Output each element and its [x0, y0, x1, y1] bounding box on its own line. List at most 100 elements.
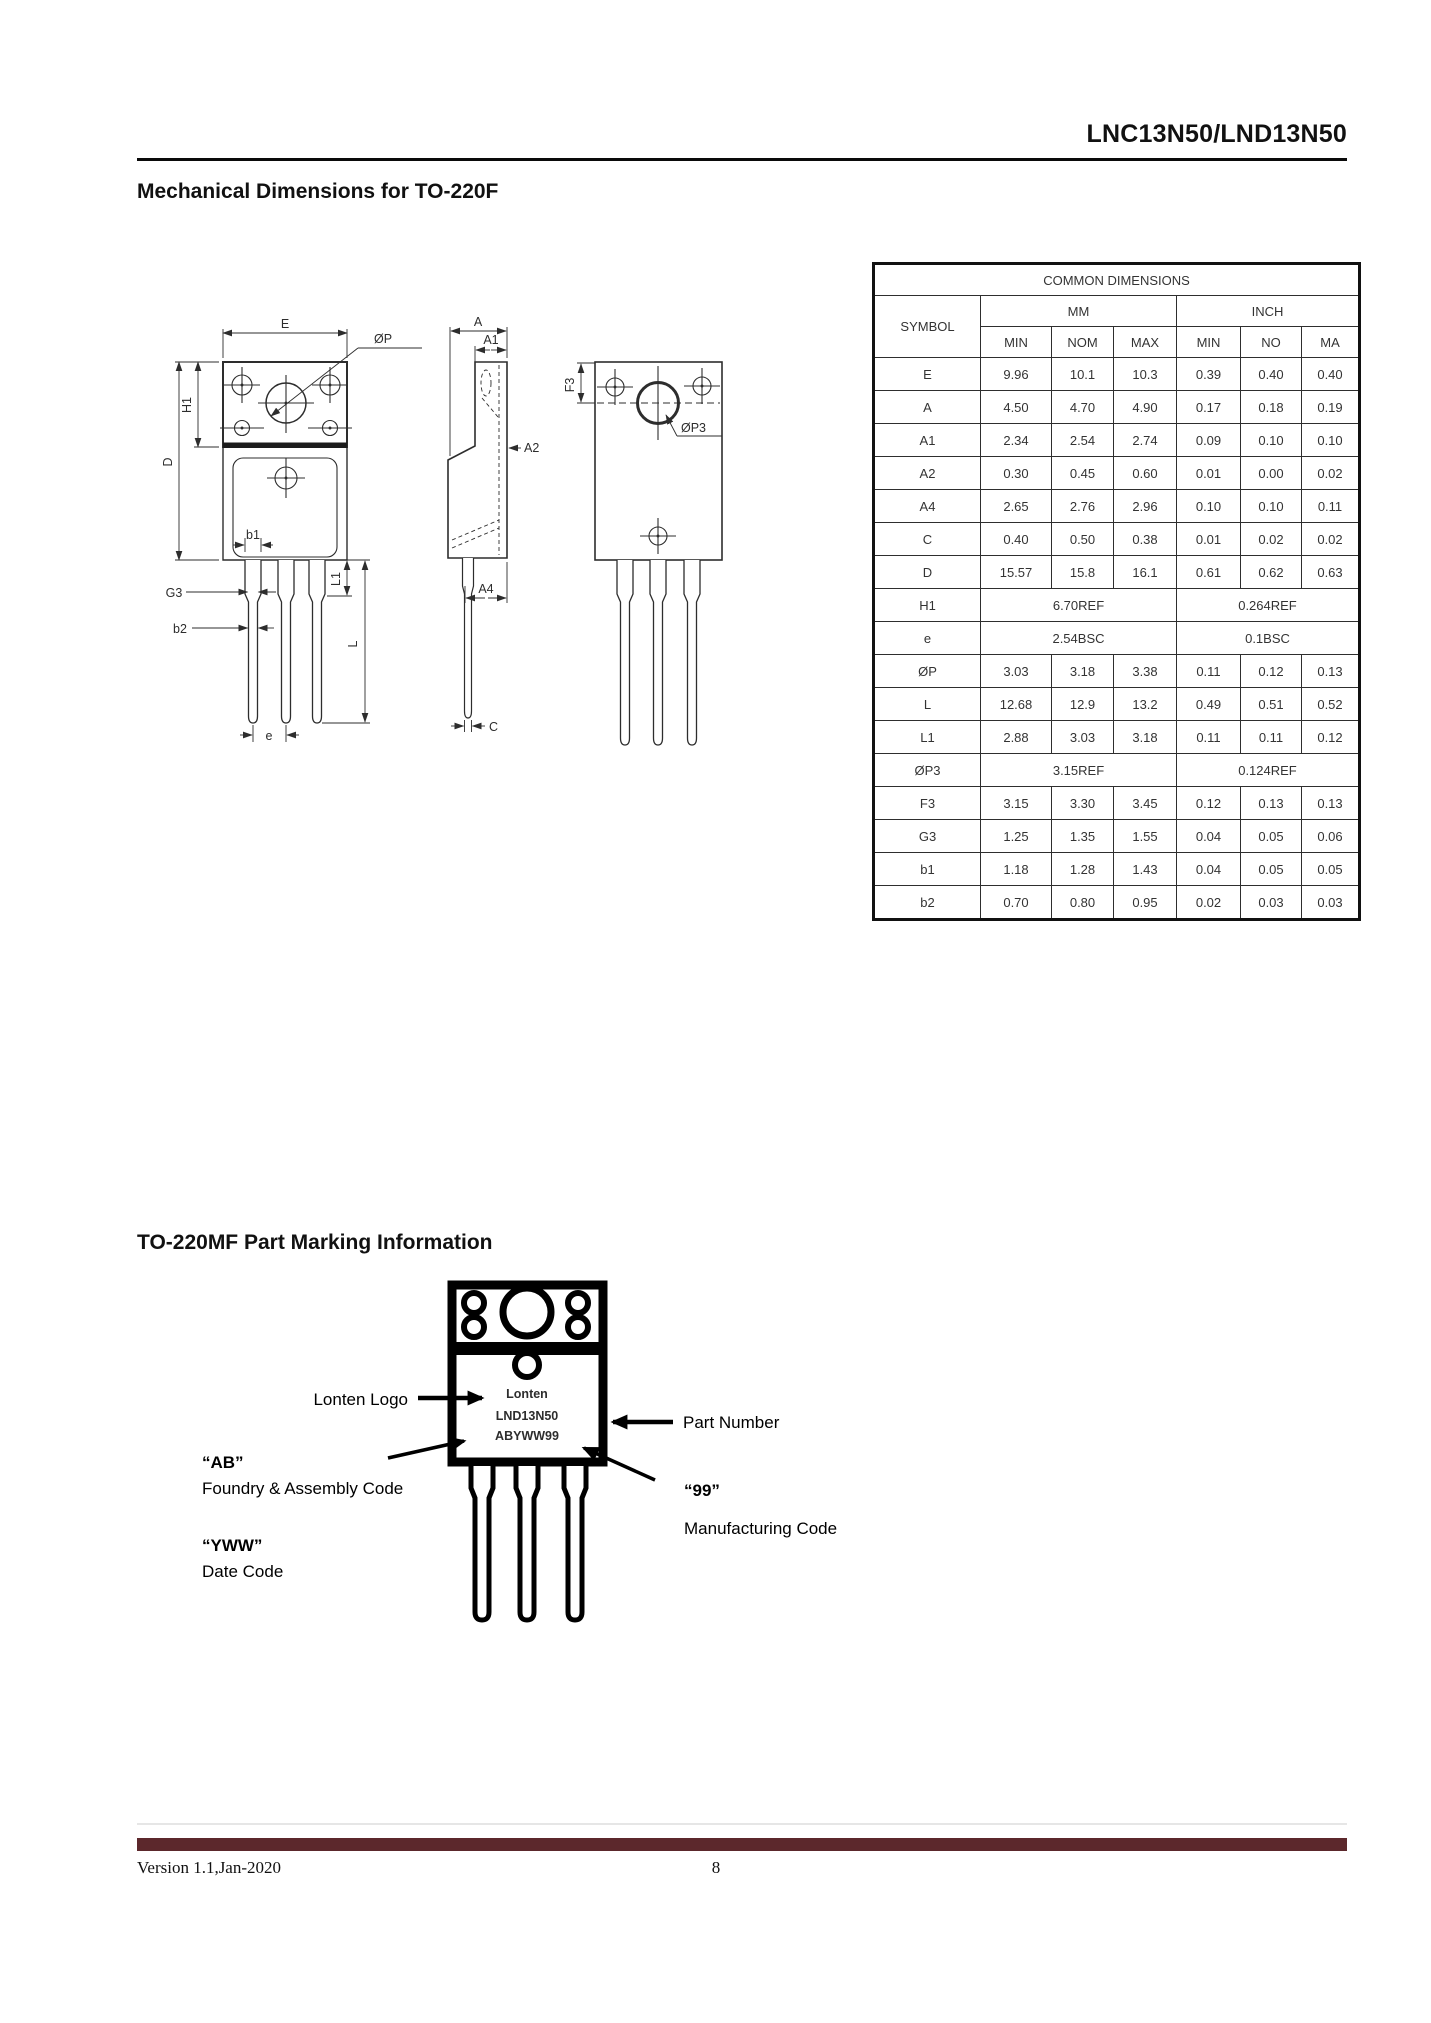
table-cell: 0.10: [1240, 423, 1302, 457]
table-cell: D: [873, 555, 981, 589]
table-cell: E: [873, 357, 981, 391]
table-cell: 0.264REF: [1176, 588, 1360, 622]
table-cell: 0.1BSC: [1176, 621, 1360, 655]
table-cell: 3.45: [1113, 786, 1177, 820]
table-cell: 3.30: [1051, 786, 1114, 820]
table-cell: 0.52: [1301, 687, 1360, 721]
table-cell: b2: [873, 885, 981, 920]
table-cell: 12.68: [980, 687, 1052, 721]
table-title: COMMON DIMENSIONS: [873, 263, 1360, 296]
dim-label-G3: G3: [166, 586, 183, 600]
marking-logo-text: Lonten: [506, 1387, 548, 1401]
table-cell: 0.02: [1240, 522, 1302, 556]
table-cell: 1.43: [1113, 852, 1177, 886]
table-cell: 0.05: [1240, 819, 1302, 853]
yww-desc-label: Date Code: [202, 1562, 284, 1581]
table-cell: 0.11: [1240, 720, 1302, 754]
table-cell: 12.9: [1051, 687, 1114, 721]
dim-label-OP3: ØP3: [681, 421, 706, 435]
table-cell: 0.13: [1301, 654, 1360, 688]
table-cell: 0.04: [1176, 852, 1241, 886]
side-view: A A1 A2 A4 C: [447, 315, 539, 734]
inch-group-header: INCH: [1176, 295, 1360, 327]
table-cell: 0.00: [1240, 456, 1302, 490]
table-cell: 0.60: [1113, 456, 1177, 490]
part-number-callout-label: Part Number: [683, 1413, 780, 1432]
yww-code-label: “YWW”: [202, 1536, 263, 1555]
table-cell: L: [873, 687, 981, 721]
table-cell: 3.15REF: [980, 753, 1177, 787]
table-cell: 0.12: [1176, 786, 1241, 820]
table-cell: 0.10: [1176, 489, 1241, 523]
table-cell: 3.03: [1051, 720, 1114, 754]
dim-label-L: L: [346, 640, 360, 647]
ab-desc-label: Foundry & Assembly Code: [202, 1479, 404, 1498]
table-cell: 0.50: [1051, 522, 1114, 556]
mm-group-header: MM: [980, 295, 1177, 327]
table-cell: 4.50: [980, 390, 1052, 424]
table-cell: 1.35: [1051, 819, 1114, 853]
table-cell: 0.124REF: [1176, 753, 1360, 787]
table-cell: 15.57: [980, 555, 1052, 589]
table-cell: 0.63: [1301, 555, 1360, 589]
table-cell: e: [873, 621, 981, 655]
col-header: NO: [1240, 326, 1302, 358]
table-cell: 0.02: [1176, 885, 1241, 920]
dim-label-A: A: [474, 315, 483, 329]
table-cell: 0.04: [1176, 819, 1241, 853]
mechanical-drawing: E ØP H1 D b1 G3 b2 e L1 L: [161, 315, 723, 746]
table-cell: 0.49: [1176, 687, 1241, 721]
table-cell: 0.19: [1301, 390, 1360, 424]
symbol-header: SYMBOL: [873, 295, 981, 358]
table-cell: 0.03: [1301, 885, 1360, 920]
table-cell: 0.13: [1301, 786, 1360, 820]
table-cell: G3: [873, 819, 981, 853]
table-cell: 3.15: [980, 786, 1052, 820]
dimensions-table: COMMON DIMENSIONS SYMBOL MM INCH MIN NOM…: [872, 262, 1361, 921]
table-cell: 2.74: [1113, 423, 1177, 457]
table-cell: 0.40: [1301, 357, 1360, 391]
table-cell: 0.18: [1240, 390, 1302, 424]
table-cell: ØP3: [873, 753, 981, 787]
dim-label-b2: b2: [173, 622, 187, 636]
table-cell: 0.12: [1301, 720, 1360, 754]
dim-label-L1: L1: [329, 572, 343, 586]
footer-faint-rule: [137, 1823, 1347, 1825]
table-cell: H1: [873, 588, 981, 622]
table-cell: A: [873, 390, 981, 424]
table-cell: C: [873, 522, 981, 556]
table-cell: 0.05: [1301, 852, 1360, 886]
table-cell: 0.06: [1301, 819, 1360, 853]
table-cell: 0.05: [1240, 852, 1302, 886]
table-cell: 0.40: [980, 522, 1052, 556]
table-cell: 0.10: [1240, 489, 1302, 523]
section-title-marking: TO-220MF Part Marking Information: [137, 1231, 493, 1254]
table-cell: 0.13: [1240, 786, 1302, 820]
table-cell: ØP: [873, 654, 981, 688]
table-cell: 3.18: [1113, 720, 1177, 754]
marking-lot-code-text: ABYWW99: [495, 1429, 559, 1443]
table-cell: 0.11: [1301, 489, 1360, 523]
section-title-mechanical: Mechanical Dimensions for TO-220F: [137, 180, 499, 203]
dim-label-e: e: [266, 729, 273, 743]
table-cell: 0.95: [1113, 885, 1177, 920]
table-cell: 0.11: [1176, 654, 1241, 688]
col-header: MA: [1301, 326, 1360, 358]
dimensions-table-container: COMMON DIMENSIONS SYMBOL MM INCH MIN NOM…: [872, 262, 1361, 921]
col-header: MIN: [980, 326, 1052, 358]
table-cell: 0.80: [1051, 885, 1114, 920]
table-cell: 16.1: [1113, 555, 1177, 589]
table-cell: 1.25: [980, 819, 1052, 853]
marking-part-number-text: LND13N50: [496, 1409, 559, 1423]
table-cell: A4: [873, 489, 981, 523]
table-cell: 15.8: [1051, 555, 1114, 589]
